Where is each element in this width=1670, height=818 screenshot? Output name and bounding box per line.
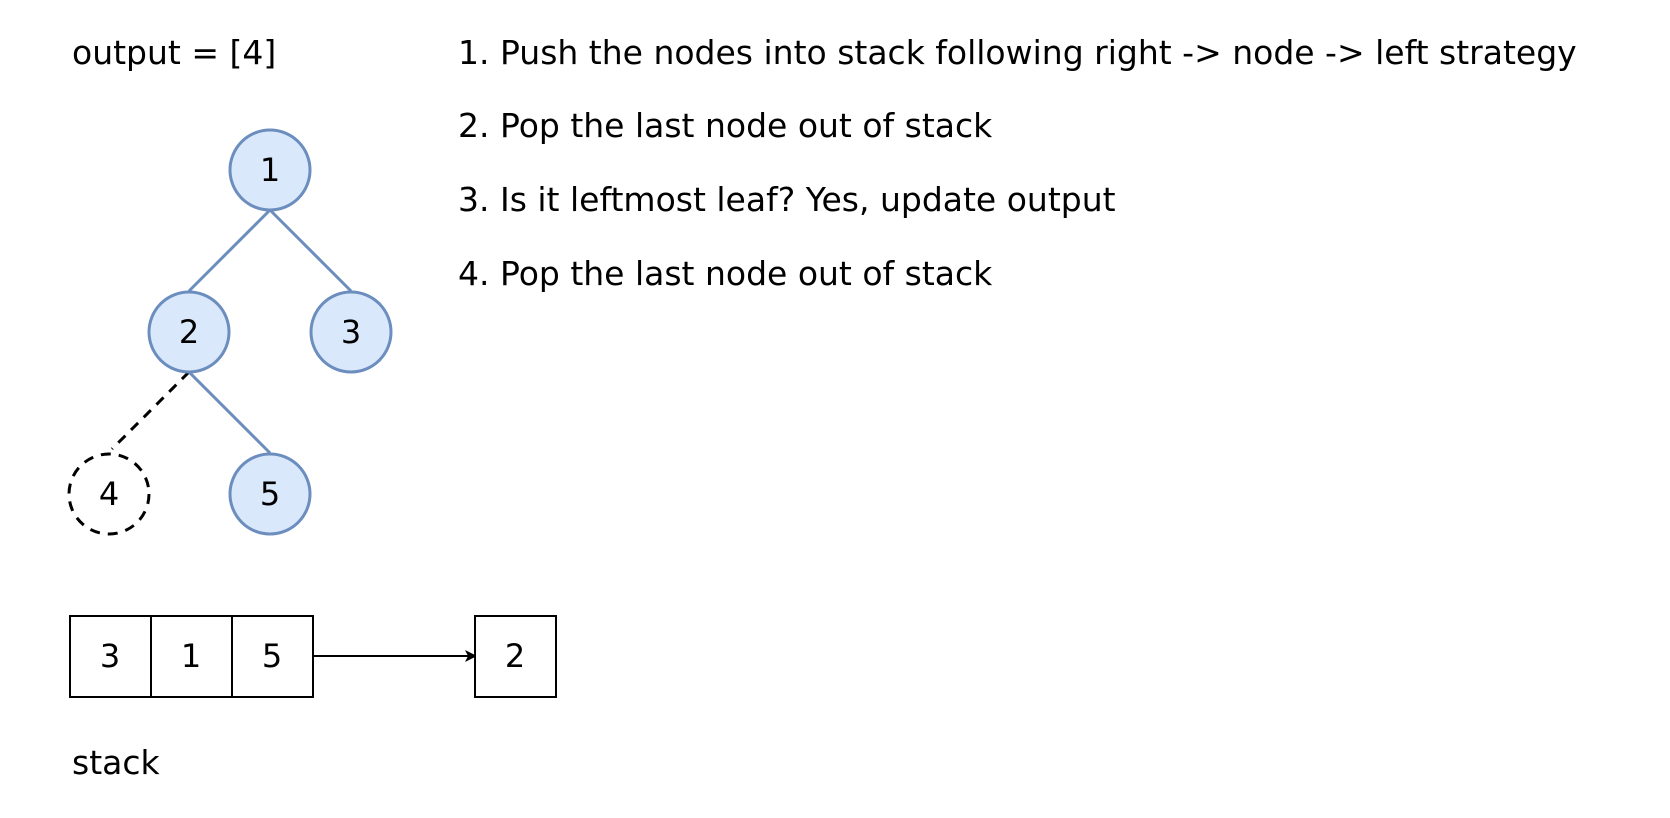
node-circle	[309, 290, 393, 374]
node-circle-dashed	[67, 452, 151, 536]
popped-node-box	[474, 615, 557, 698]
stack-cell: 1	[150, 615, 233, 698]
tree-edge	[268, 208, 353, 293]
tree-nodes: 1 2 3 4 5	[67, 128, 393, 536]
popped-node: 2	[474, 615, 557, 698]
stack-cell-box	[231, 615, 314, 698]
tree-edge	[187, 370, 272, 455]
node-label: 5	[260, 475, 280, 513]
tree-edges	[110, 208, 353, 455]
tree-node-2: 2	[147, 290, 231, 374]
step-list: 1. Push the nodes into stack following r…	[458, 33, 1577, 293]
node-circle	[228, 452, 312, 536]
tree-node-5: 5	[228, 452, 312, 536]
stack-cell-box	[69, 615, 152, 698]
stack-cell: 5	[231, 615, 314, 698]
node-label: 4	[99, 475, 119, 513]
node-label: 1	[260, 151, 280, 189]
stack-label: stack	[72, 743, 160, 782]
step-2: 2. Pop the last node out of stack	[458, 106, 993, 145]
tree-node-1: 1	[228, 128, 312, 212]
tree-node-3: 3	[309, 290, 393, 374]
popped-node-label: 2	[505, 637, 525, 675]
tree-edge	[187, 208, 272, 293]
stack-cell: 3	[69, 615, 152, 698]
stack-cell-label: 5	[262, 637, 282, 675]
step-4: 4. Pop the last node out of stack	[458, 254, 993, 293]
tree-node-4-removed: 4	[67, 452, 151, 536]
tree-edge-dashed	[110, 370, 191, 451]
output-text: output = [4]	[72, 33, 276, 72]
stack: 3 1 5	[69, 615, 314, 698]
step-1: 1. Push the nodes into stack following r…	[458, 33, 1577, 72]
stack-cell-label: 1	[181, 637, 201, 675]
step-3: 3. Is it leftmost leaf? Yes, update outp…	[458, 180, 1116, 219]
stack-cell-label: 3	[100, 637, 120, 675]
node-circle	[147, 290, 231, 374]
node-label: 3	[341, 313, 361, 351]
node-label: 2	[179, 313, 199, 351]
node-circle	[228, 128, 312, 212]
